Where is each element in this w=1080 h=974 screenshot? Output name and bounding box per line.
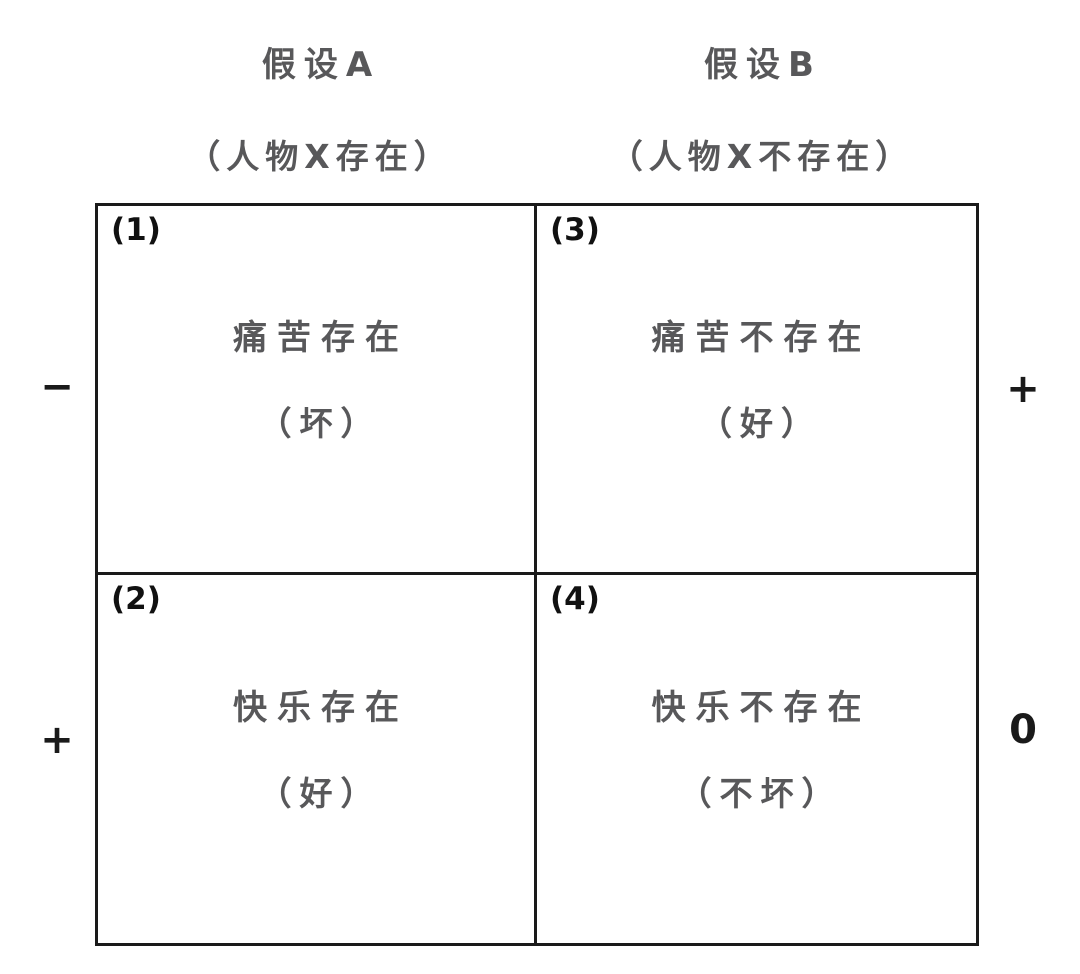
cell-3-main-text: 痛苦不存在 [651,317,872,358]
hypothesis-a-label: 假设A [261,45,381,85]
right-top-plus-marker: + [1006,366,1040,412]
hypothesis-b-label: 假设B [704,45,822,85]
column-header-hypothesis-b: 假设B （人物X不存在） [539,44,979,178]
cell-2-main-text: 快乐存在 [233,687,409,728]
right-bottom-zero-marker: 0 [1009,707,1037,753]
cell-1-content: 痛苦存在 （坏） [223,318,409,444]
cell-4-pleasure-absent: (4) 快乐不存在 （不坏） [537,575,976,944]
cell-2-number: (2) [111,580,161,617]
hypothesis-a-condition: （人物X存在） [187,137,453,176]
cell-2-pleasure-exists: (2) 快乐存在 （好） [98,574,537,943]
cell-3-evaluation: （好） [699,403,822,443]
column-header-hypothesis-a: 假设A （人物X存在） [95,44,539,178]
cell-3-pain-absent: (3) 痛苦不存在 （好） [537,206,976,575]
cell-4-content: 快乐不存在 （不坏） [642,688,872,814]
cell-2-evaluation: （好） [258,773,382,813]
cell-4-evaluation: （不坏） [678,773,843,813]
cell-1-main-text: 痛苦存在 [233,317,409,358]
cell-1-number: (1) [111,212,161,248]
cell-4-main-text: 快乐不存在 [651,687,872,728]
hypothesis-b-condition: （人物X不存在） [609,137,915,176]
matrix-grid: (1) 痛苦存在 （坏） (3) 痛苦不存在 （好） (2) 快乐存在 （好） … [95,203,979,946]
left-bottom-plus-marker: + [40,717,74,763]
cell-4-number: (4) [550,580,600,617]
cell-1-pain-exists: (1) 痛苦存在 （坏） [98,206,537,575]
cell-2-content: 快乐存在 （好） [223,688,409,814]
cell-3-content: 痛苦不存在 （好） [642,318,872,444]
cell-1-evaluation: （坏） [258,403,382,443]
cell-3-number: (3) [550,212,600,248]
left-top-minus-marker: − [40,364,74,410]
